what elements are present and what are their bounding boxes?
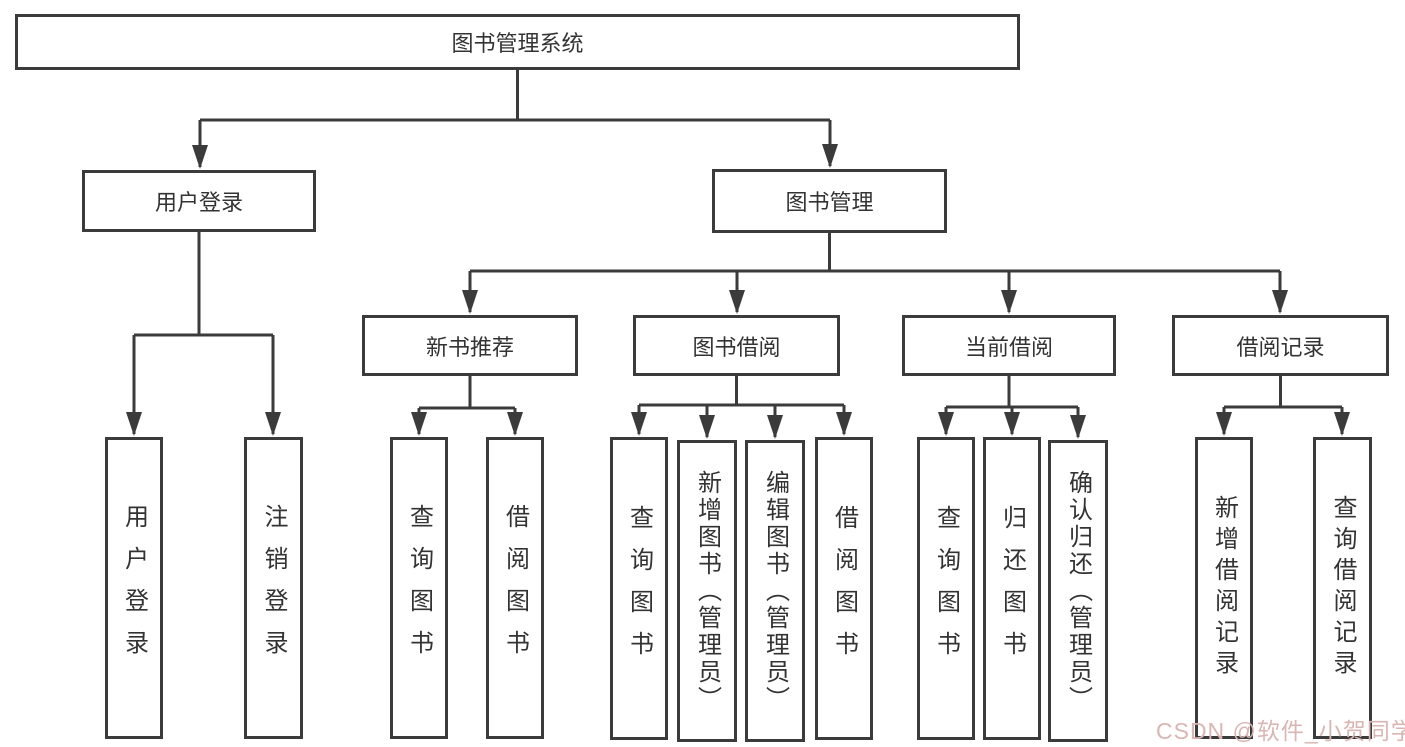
node-book-management: 图书管理: [712, 169, 947, 233]
leaf-bb-borrow-books: 借阅图书: [815, 437, 873, 740]
node-book-borrowing: 图书借阅: [633, 315, 840, 376]
node-root: 图书管理系统: [15, 14, 1020, 70]
leaf-logout: 注销登录: [244, 437, 303, 739]
node-borrowing-records: 借阅记录: [1172, 315, 1389, 376]
watermark: CSDN @软件_小贺同学: [1156, 718, 1405, 744]
node-new-book-recommendation: 新书推荐: [362, 315, 578, 376]
leaf-nb-query-books: 查询图书: [390, 437, 448, 739]
node-user-login-branch: 用户登录: [82, 170, 316, 232]
leaf-br-add-record: 新增借阅记录: [1195, 437, 1253, 739]
leaf-cb-confirm-return-admin: 确认归还（管理员）: [1048, 440, 1108, 742]
leaf-bb-add-books-admin: 新增图书（管理员）: [677, 440, 737, 742]
leaf-br-query-record: 查询借阅记录: [1313, 437, 1372, 739]
leaf-cb-query-books: 查询图书: [917, 437, 975, 740]
node-current-borrowing: 当前借阅: [902, 315, 1116, 376]
leaf-bb-edit-books-admin: 编辑图书（管理员）: [745, 440, 805, 742]
tree-branch-lines: [134, 70, 1342, 410]
leaf-cb-return-books: 归还图书: [983, 437, 1041, 740]
leaf-bb-query-books: 查询图书: [610, 437, 668, 740]
leaf-user-login: 用户登录: [105, 437, 163, 739]
leaf-nb-borrow-books: 借阅图书: [486, 437, 544, 739]
